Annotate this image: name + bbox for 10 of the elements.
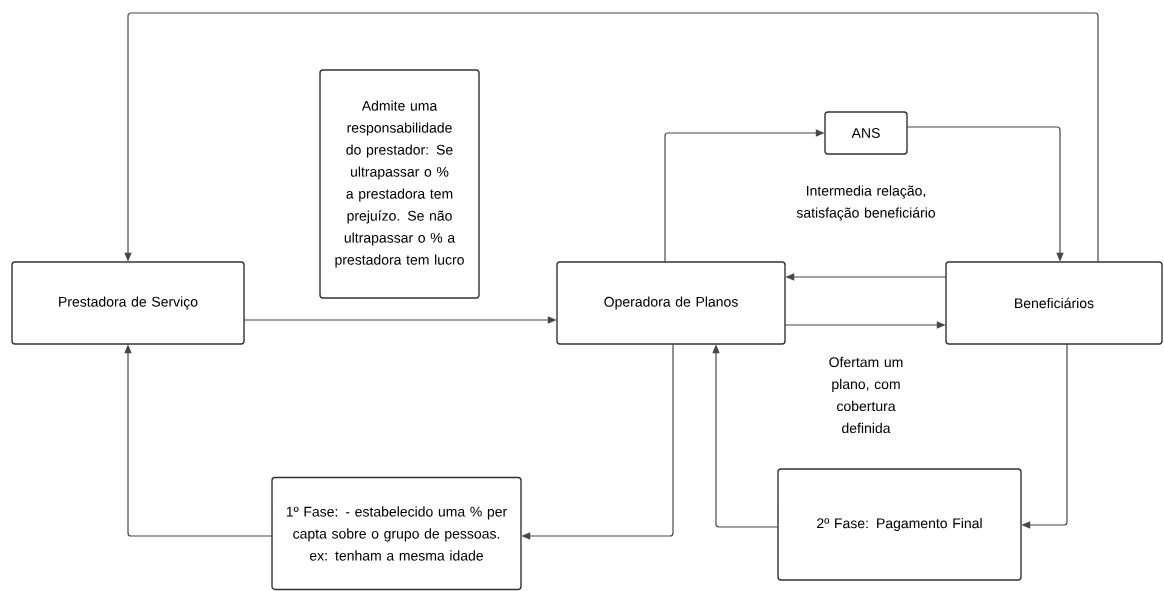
- process-box: ANS: [824, 111, 908, 155]
- note-text: Ofertam um plano, com cobertura definida: [829, 356, 903, 434]
- note-text: Intermedia relação, satisfação beneficiário: [796, 185, 936, 221]
- process-box: 1º Fase: - estabelecido uma % per capta sobre o grupo de pessoas. ex: tenham a mesma idade: [271, 476, 522, 591]
- process-box: 2º Fase: Pagamento Final: [777, 468, 1022, 581]
- process-box: Prestadora de Serviço: [11, 261, 245, 345]
- arrow: [124, 12, 1099, 263]
- process-box: Operadora de Planos: [556, 261, 786, 345]
- process-box: Admite uma responsabilidade do prestador: Se ultrapassar o % a prestadora tem prejuízo. Se não ultrapassar o % a prestadora tem lucro: [319, 69, 480, 299]
- process-box: Beneficiários: [945, 261, 1163, 345]
